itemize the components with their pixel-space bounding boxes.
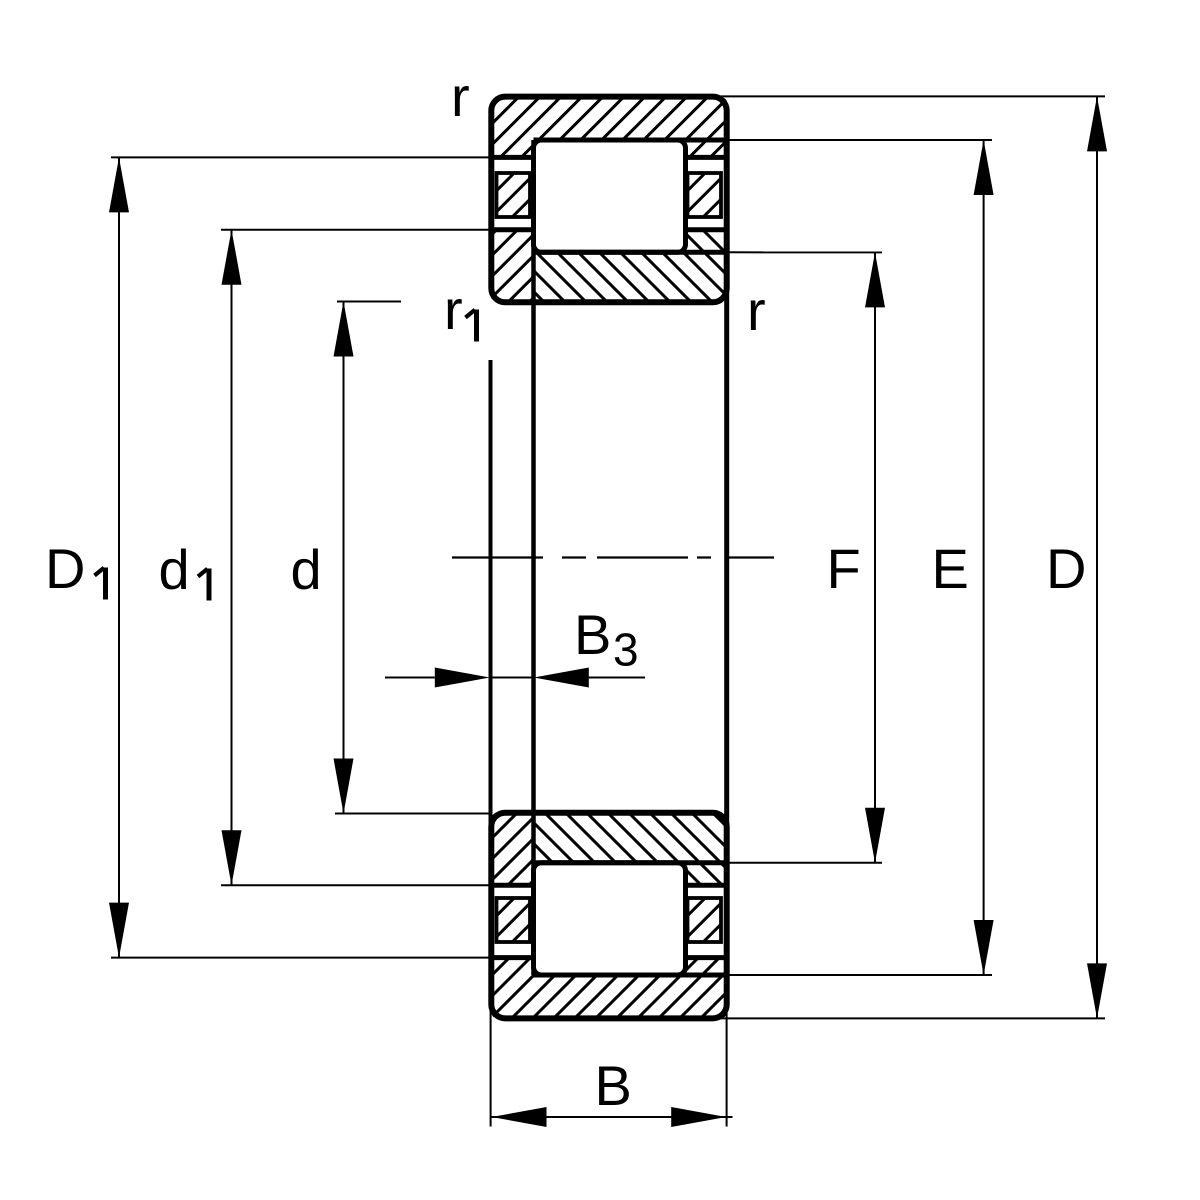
svg-text:3: 3 (613, 624, 639, 676)
svg-text:F: F (827, 537, 861, 600)
svg-text:d: d (291, 538, 322, 601)
svg-text:d: d (159, 538, 190, 601)
svg-text:r: r (747, 279, 766, 342)
svg-text:r: r (451, 65, 470, 128)
svg-text:D: D (1046, 537, 1086, 600)
svg-text:B: B (595, 1054, 632, 1117)
svg-text:E: E (932, 537, 969, 600)
svg-text:r: r (444, 278, 463, 341)
svg-text:B: B (574, 603, 611, 666)
svg-text:D: D (45, 537, 85, 600)
